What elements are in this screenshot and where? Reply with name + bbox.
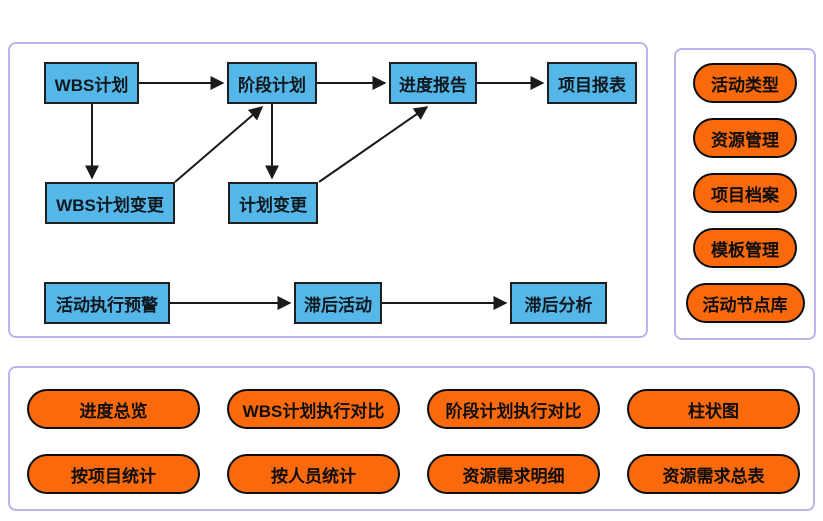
flow-node-wbs-plan[interactable]: WBS计划 (44, 62, 139, 104)
pill-wbs-plan-exec-compare[interactable]: WBS计划执行对比 (227, 389, 400, 429)
flow-node-stage-plan[interactable]: 阶段计划 (227, 62, 317, 104)
flow-node-project-report[interactable]: 项目报表 (547, 62, 637, 104)
pill-resource-mgmt[interactable]: 资源管理 (693, 118, 797, 158)
bottom-menu-row-2: 按项目统计 按人员统计 资源需求明细 资源需求总表 (27, 454, 813, 494)
pill-project-archive[interactable]: 项目档案 (693, 173, 797, 213)
bottom-menu-panel: 进度总览 WBS计划执行对比 阶段计划执行对比 柱状图 按项目统计 按人员统计 … (8, 366, 815, 511)
flow-node-wbs-plan-change[interactable]: WBS计划变更 (45, 182, 175, 224)
arrow-wbschange-to-stage (174, 106, 264, 183)
pill-template-mgmt[interactable]: 模板管理 (693, 228, 797, 268)
bottom-menu-row-1: 进度总览 WBS计划执行对比 阶段计划执行对比 柱状图 (27, 389, 813, 429)
pill-activity-type[interactable]: 活动类型 (693, 63, 797, 103)
pill-stage-plan-exec-compare[interactable]: 阶段计划执行对比 (427, 389, 600, 429)
pill-activity-node-lib[interactable]: 活动节点库 (685, 283, 805, 323)
pill-progress-overview[interactable]: 进度总览 (27, 389, 200, 429)
pill-stats-by-person[interactable]: 按人员统计 (227, 454, 400, 494)
flowchart-panel: WBS计划 阶段计划 进度报告 项目报表 WBS计划变更 计划变更 活动执行预警… (8, 42, 648, 338)
flow-node-lag-analysis[interactable]: 滞后分析 (510, 282, 607, 324)
pill-resource-demand-summary[interactable]: 资源需求总表 (627, 454, 800, 494)
flow-node-progress-report[interactable]: 进度报告 (389, 62, 477, 104)
flow-node-lag-activity[interactable]: 滞后活动 (294, 282, 382, 324)
side-menu-panel: 活动类型 资源管理 项目档案 模板管理 活动节点库 (674, 48, 816, 340)
flow-node-plan-change[interactable]: 计划变更 (228, 182, 318, 224)
pill-resource-demand-detail[interactable]: 资源需求明细 (427, 454, 600, 494)
flow-node-activity-warning[interactable]: 活动执行预警 (44, 282, 170, 324)
pill-bar-chart[interactable]: 柱状图 (627, 389, 800, 429)
arrow-planchange-to-progress (318, 106, 429, 183)
pill-stats-by-project[interactable]: 按项目统计 (27, 454, 200, 494)
